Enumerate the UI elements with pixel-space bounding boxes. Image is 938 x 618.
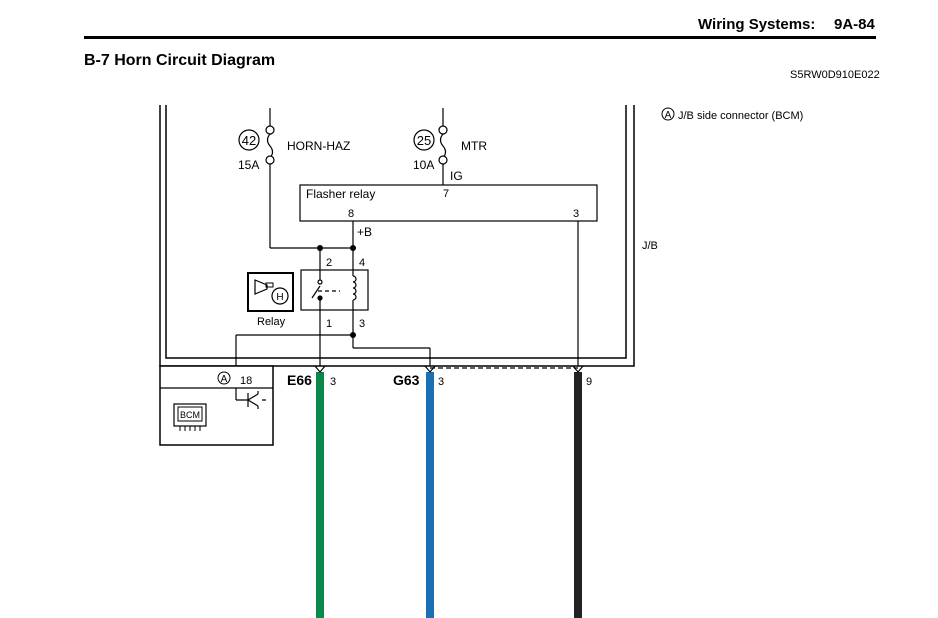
fuse-42-rating: 15A <box>238 158 259 172</box>
bcm-pin-18: 18 <box>240 375 252 387</box>
horn-symbol-letter: H <box>276 292 283 303</box>
relay-output-wiring <box>235 310 431 366</box>
fuse-25-name: MTR <box>461 139 487 153</box>
wire-blue-g63 <box>426 372 434 618</box>
connector-9-pin: 9 <box>586 376 592 388</box>
relay-pin-3: 3 <box>359 318 365 330</box>
flasher-relay-pin-7: 7 <box>443 188 449 200</box>
jb-label: J/B <box>642 240 658 252</box>
connector-g63-name: G63 <box>393 372 420 388</box>
harness-wires <box>314 365 584 618</box>
connector-terminal-icon <box>314 365 326 373</box>
relay-label: Relay <box>257 316 286 328</box>
fuse-horn-haz <box>265 108 275 248</box>
document-code: S5RW0D910E022 <box>790 69 880 81</box>
horn-icon: H <box>247 272 294 312</box>
horn-relay-box <box>300 269 369 311</box>
relay-switch-contact <box>311 270 340 310</box>
junction-dot <box>350 332 356 338</box>
relay-pin-4: 4 <box>359 257 365 269</box>
header-page-number: 9A-84 <box>834 16 875 33</box>
junction-dot <box>350 245 356 251</box>
legend: A J/B side connector (BCM) <box>661 107 803 122</box>
fuse-42-number-circle <box>238 129 260 151</box>
wire-black-9 <box>574 372 582 618</box>
junction-dot <box>317 245 323 251</box>
flasher-relay-pin-3: 3 <box>573 208 579 220</box>
legend-marker: A <box>665 110 672 121</box>
fuse-mtr <box>438 108 448 185</box>
fuse-42-name: HORN-HAZ <box>287 139 350 153</box>
flasher-relay-wiring <box>270 221 579 366</box>
flasher-relay-box <box>299 184 598 222</box>
connector-terminal-icon <box>572 365 584 373</box>
connector-e66-name: E66 <box>287 372 312 388</box>
connector-terminal-icon <box>424 365 436 373</box>
connector-e66-pin: 3 <box>330 376 336 388</box>
fuse-25-number-circle <box>413 129 435 151</box>
fuse-25-rating: 10A <box>413 158 434 172</box>
junction-box-frame <box>159 105 635 367</box>
ig-label: IG <box>450 169 463 183</box>
transistor-symbol <box>236 391 266 409</box>
legend-marker-circle <box>661 107 675 121</box>
header-title: Wiring Systems: <box>698 16 816 33</box>
flasher-relay-pin-8: 8 <box>348 208 354 220</box>
connector-g63-pin: 3 <box>438 376 444 388</box>
relay-pin-1: 1 <box>326 318 332 330</box>
legend-text: J/B side connector (BCM) <box>678 110 803 122</box>
relay-pin-2: 2 <box>326 257 332 269</box>
bcm-label: BCM <box>180 410 200 420</box>
fuse-25-number: 25 <box>417 133 431 148</box>
fuse-42-number: 42 <box>242 133 256 148</box>
bcm-module: A 18 BCM <box>159 365 274 446</box>
section-title: B-7 Horn Circuit Diagram <box>84 52 276 69</box>
plus-b-label: +B <box>357 225 372 239</box>
wire-green-e66 <box>316 372 324 618</box>
relay-coil <box>352 270 357 310</box>
bcm-connector-marker: A <box>221 374 228 385</box>
header-rule <box>84 36 876 39</box>
flasher-relay-label: Flasher relay <box>306 187 375 201</box>
